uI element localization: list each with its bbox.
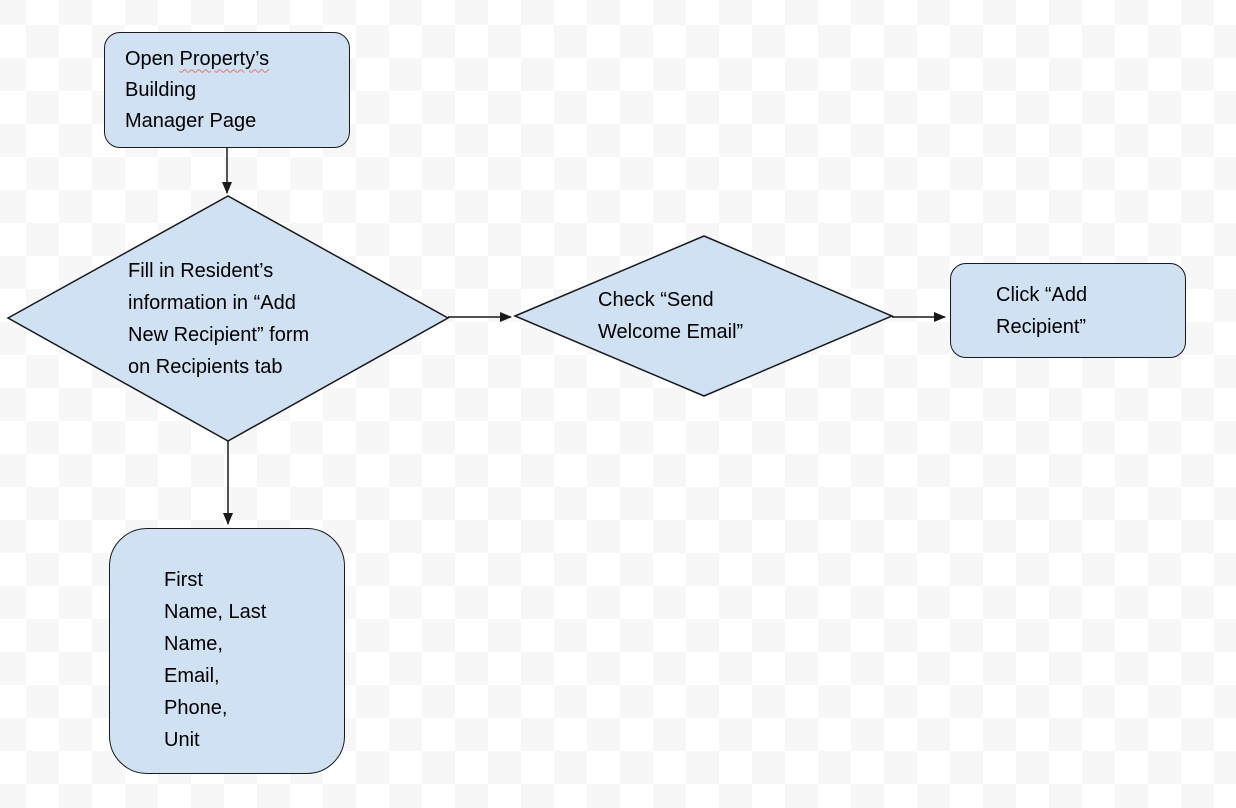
node-label: First Name, Last Name, Email, Phone, Uni… — [164, 569, 267, 751]
node-label: Open Property’s — [125, 44, 349, 75]
decision-check-welcome-email[interactable] — [513, 235, 894, 397]
node-label: Fill in Resident’s information in “Add N… — [128, 260, 310, 378]
node-open-property-page[interactable]: Open Property’s Building Manager Page — [104, 32, 350, 148]
label-text: Open — [125, 47, 180, 70]
node-label: Manager Page — [125, 109, 257, 132]
node-click-add-recipient[interactable]: Click “Add Recipient” — [950, 263, 1186, 358]
decision-fill-recipient-form[interactable] — [6, 195, 450, 442]
decision-fill-recipient-form-label: Fill in Resident’s information in “Add N… — [8, 197, 448, 441]
node-label: Check “Send Welcome Email” — [598, 289, 744, 343]
misspelled-word: Property’s — [179, 47, 270, 70]
node-label: Click “Add Recipient” — [996, 283, 1088, 338]
node-label: Building — [125, 78, 197, 101]
decision-check-welcome-email-label: Check “Send Welcome Email” — [515, 236, 892, 396]
node-resident-fields[interactable]: First Name, Last Name, Email, Phone, Uni… — [109, 528, 345, 774]
